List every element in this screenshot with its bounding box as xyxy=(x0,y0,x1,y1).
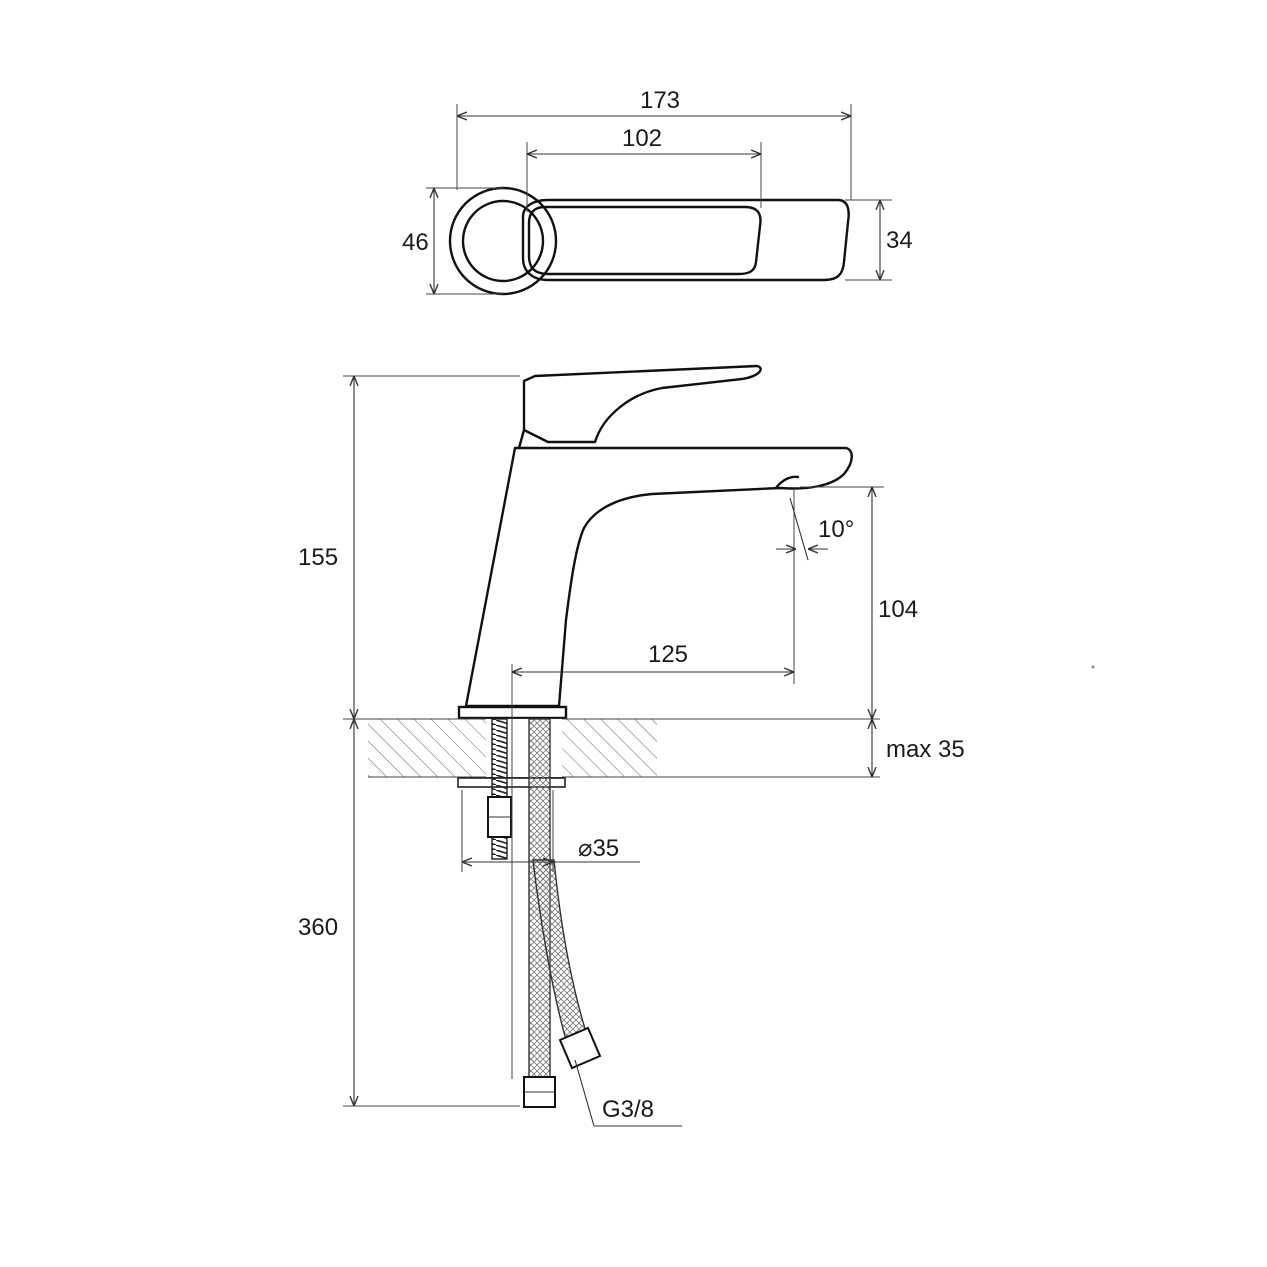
top-view-handle-inner xyxy=(527,205,762,276)
dim-dia35-label: ⌀35 xyxy=(578,835,619,862)
dim-g38-label: G3/8 xyxy=(602,1096,654,1123)
stray-dot xyxy=(1091,665,1095,669)
top-view-base-inner xyxy=(461,199,545,283)
dim-155-label: 155 xyxy=(298,544,338,571)
dim-360-label: 360 xyxy=(298,914,338,941)
dim-10deg-label: 10° xyxy=(818,516,854,543)
dim-46-label: 46 xyxy=(402,229,429,256)
top-view-handle xyxy=(521,198,850,282)
dim-173-label: 173 xyxy=(640,87,680,114)
dim-34-label: 34 xyxy=(886,227,913,254)
dim-125-label: 125 xyxy=(648,641,688,668)
side-view-lever xyxy=(522,364,762,444)
side-view: 155 360 125 10° 104 max 35 ⌀35 G3/8 xyxy=(298,364,965,1127)
dim-104-label: 104 xyxy=(878,596,918,623)
top-view: 173 102 46 34 xyxy=(402,87,913,296)
hose-bent-fitting xyxy=(558,1026,602,1070)
dim-102-label: 102 xyxy=(622,125,662,152)
side-view-body-spout xyxy=(464,446,853,708)
dim-max35-label: max 35 xyxy=(886,736,965,763)
